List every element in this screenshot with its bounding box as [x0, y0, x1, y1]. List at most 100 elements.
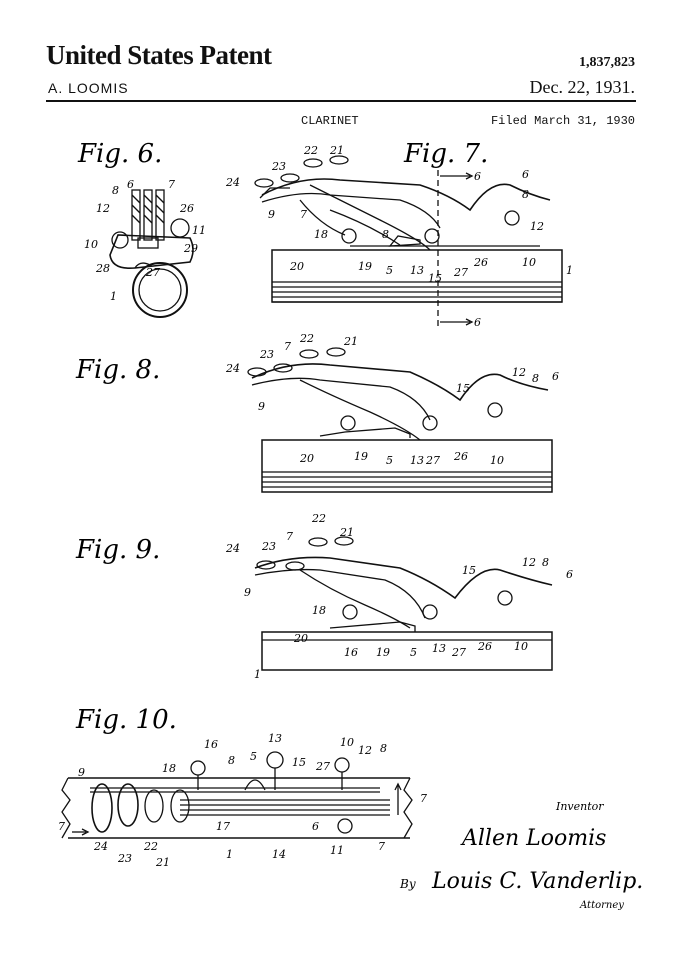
ref-numeral: 23 — [117, 852, 132, 865]
ref-numeral: 5 — [386, 454, 393, 467]
ref-numeral: 1 — [254, 668, 261, 681]
signature-block: Inventor Allen Loomis By Louis C. Vander… — [399, 800, 643, 911]
ref-numeral: 6 — [474, 316, 481, 329]
ref-numeral: 9 — [268, 208, 275, 221]
figure-6-drawing — [109, 189, 194, 318]
ref-numeral: 22 — [143, 840, 158, 853]
ref-numeral: 23 — [271, 160, 286, 173]
ref-numeral: 21 — [339, 526, 354, 539]
ref-numeral: 8 — [382, 228, 389, 241]
ref-numeral: 27 — [451, 646, 466, 659]
ref-numeral: 13 — [432, 642, 446, 655]
attorney-signature: Louis C. Vanderlip. — [431, 869, 643, 894]
ref-numeral: 10 — [514, 640, 528, 653]
ref-numeral: 26 — [179, 202, 194, 215]
ref-numeral: 8 — [112, 184, 119, 197]
ref-numeral: 19 — [358, 260, 372, 273]
fig10-reference-numerals: 16 13 10 12 8 18 8 5 15 27 9 7 7 17 6 24… — [58, 732, 427, 869]
ref-numeral: 8 — [532, 372, 539, 385]
ref-numeral: 13 — [410, 454, 424, 467]
ref-numeral: 6 — [312, 820, 319, 833]
ref-numeral: 5 — [386, 264, 393, 277]
ref-numeral: 24 — [225, 176, 240, 189]
ref-numeral: 26 — [477, 640, 492, 653]
patent-number: 1,837,823 — [579, 55, 635, 70]
ref-numeral: 17 — [216, 820, 230, 833]
ref-numeral: 23 — [261, 540, 276, 553]
fig7-label: Fig. 7. — [403, 139, 488, 169]
ref-numeral: 14 — [272, 848, 286, 861]
ref-numeral: 6 — [127, 178, 134, 191]
ref-numeral: 11 — [192, 224, 206, 237]
ref-numeral: 24 — [225, 542, 240, 555]
ref-numeral: 7 — [168, 178, 175, 191]
ref-numeral: 19 — [376, 646, 390, 659]
ref-numeral: 21 — [155, 856, 170, 869]
ref-numeral: 9 — [244, 586, 251, 599]
fig8-reference-numerals: 22 21 23 7 24 9 15 12 8 6 20 19 5 13 27 … — [225, 332, 559, 467]
ref-numeral: 15 — [462, 564, 476, 577]
ref-numeral: 22 — [299, 332, 314, 345]
fig6-reference-numerals: 6 7 8 12 26 11 10 29 28 27 1 — [84, 178, 206, 303]
ref-numeral: 26 — [453, 450, 468, 463]
ref-numeral: 23 — [259, 348, 274, 361]
ref-numeral: 12 — [512, 366, 526, 379]
fig10-label: Fig. 10. — [75, 705, 177, 735]
ref-numeral: 6 — [566, 568, 573, 581]
attorney-label: Attorney — [579, 900, 624, 911]
ref-numeral: 19 — [354, 450, 368, 463]
filed-date: Filed March 31, 1930 — [490, 114, 635, 128]
ref-numeral: 10 — [84, 238, 98, 251]
ref-numeral: 16 — [344, 646, 358, 659]
ref-numeral: 7 — [284, 340, 291, 353]
ref-numeral: 27 — [315, 760, 330, 773]
inventor-name-header: A. LOOMIS — [48, 80, 129, 96]
ref-numeral: 27 — [425, 454, 440, 467]
ref-numeral: 7 — [300, 208, 307, 221]
ref-numeral: 1 — [110, 290, 117, 303]
fig6-label: Fig. 6. — [77, 139, 162, 169]
ref-numeral: 13 — [268, 732, 282, 745]
figure-7-drawing — [254, 155, 563, 330]
ref-numeral: 15 — [292, 756, 306, 769]
figure-9-drawing — [254, 536, 553, 671]
ref-numeral: 18 — [314, 228, 328, 241]
ref-numeral: 22 — [311, 512, 326, 525]
ref-numeral: 24 — [93, 840, 108, 853]
ref-numeral: 18 — [162, 762, 176, 775]
figure-10-drawing — [61, 751, 413, 839]
ref-numeral: 12 — [522, 556, 536, 569]
ref-numeral: 12 — [530, 220, 544, 233]
ref-numeral: 9 — [258, 400, 265, 413]
ref-numeral: 15 — [428, 272, 442, 285]
ref-numeral: 10 — [522, 256, 536, 269]
ref-numeral: 9 — [78, 766, 85, 779]
ref-numeral: 8 — [380, 742, 387, 755]
fig8-label: Fig. 8. — [75, 355, 160, 385]
ref-numeral: 12 — [96, 202, 110, 215]
by-label: By — [399, 877, 416, 891]
ref-numeral: 22 — [303, 144, 318, 157]
ref-numeral: 29 — [183, 242, 198, 255]
ref-numeral: 20 — [289, 260, 304, 273]
ref-numeral: 8 — [542, 556, 549, 569]
ref-numeral: 27 — [453, 266, 468, 279]
ref-numeral: 20 — [299, 452, 314, 465]
ref-numeral: 6 — [522, 168, 529, 181]
ref-numeral: 1 — [226, 848, 233, 861]
ref-numeral: 7 — [420, 792, 427, 805]
fig9-label: Fig. 9. — [75, 535, 160, 565]
ref-numeral: 5 — [410, 646, 417, 659]
ref-numeral: 16 — [204, 738, 218, 751]
ref-numeral: 7 — [58, 820, 65, 833]
ref-numeral: 5 — [250, 750, 257, 763]
ref-numeral: 11 — [330, 844, 344, 857]
inventor-label: Inventor — [555, 800, 604, 813]
ref-numeral: 21 — [343, 335, 358, 348]
ref-numeral: 6 — [474, 170, 481, 183]
header-rule — [46, 100, 636, 102]
figure-8-drawing — [247, 347, 553, 493]
